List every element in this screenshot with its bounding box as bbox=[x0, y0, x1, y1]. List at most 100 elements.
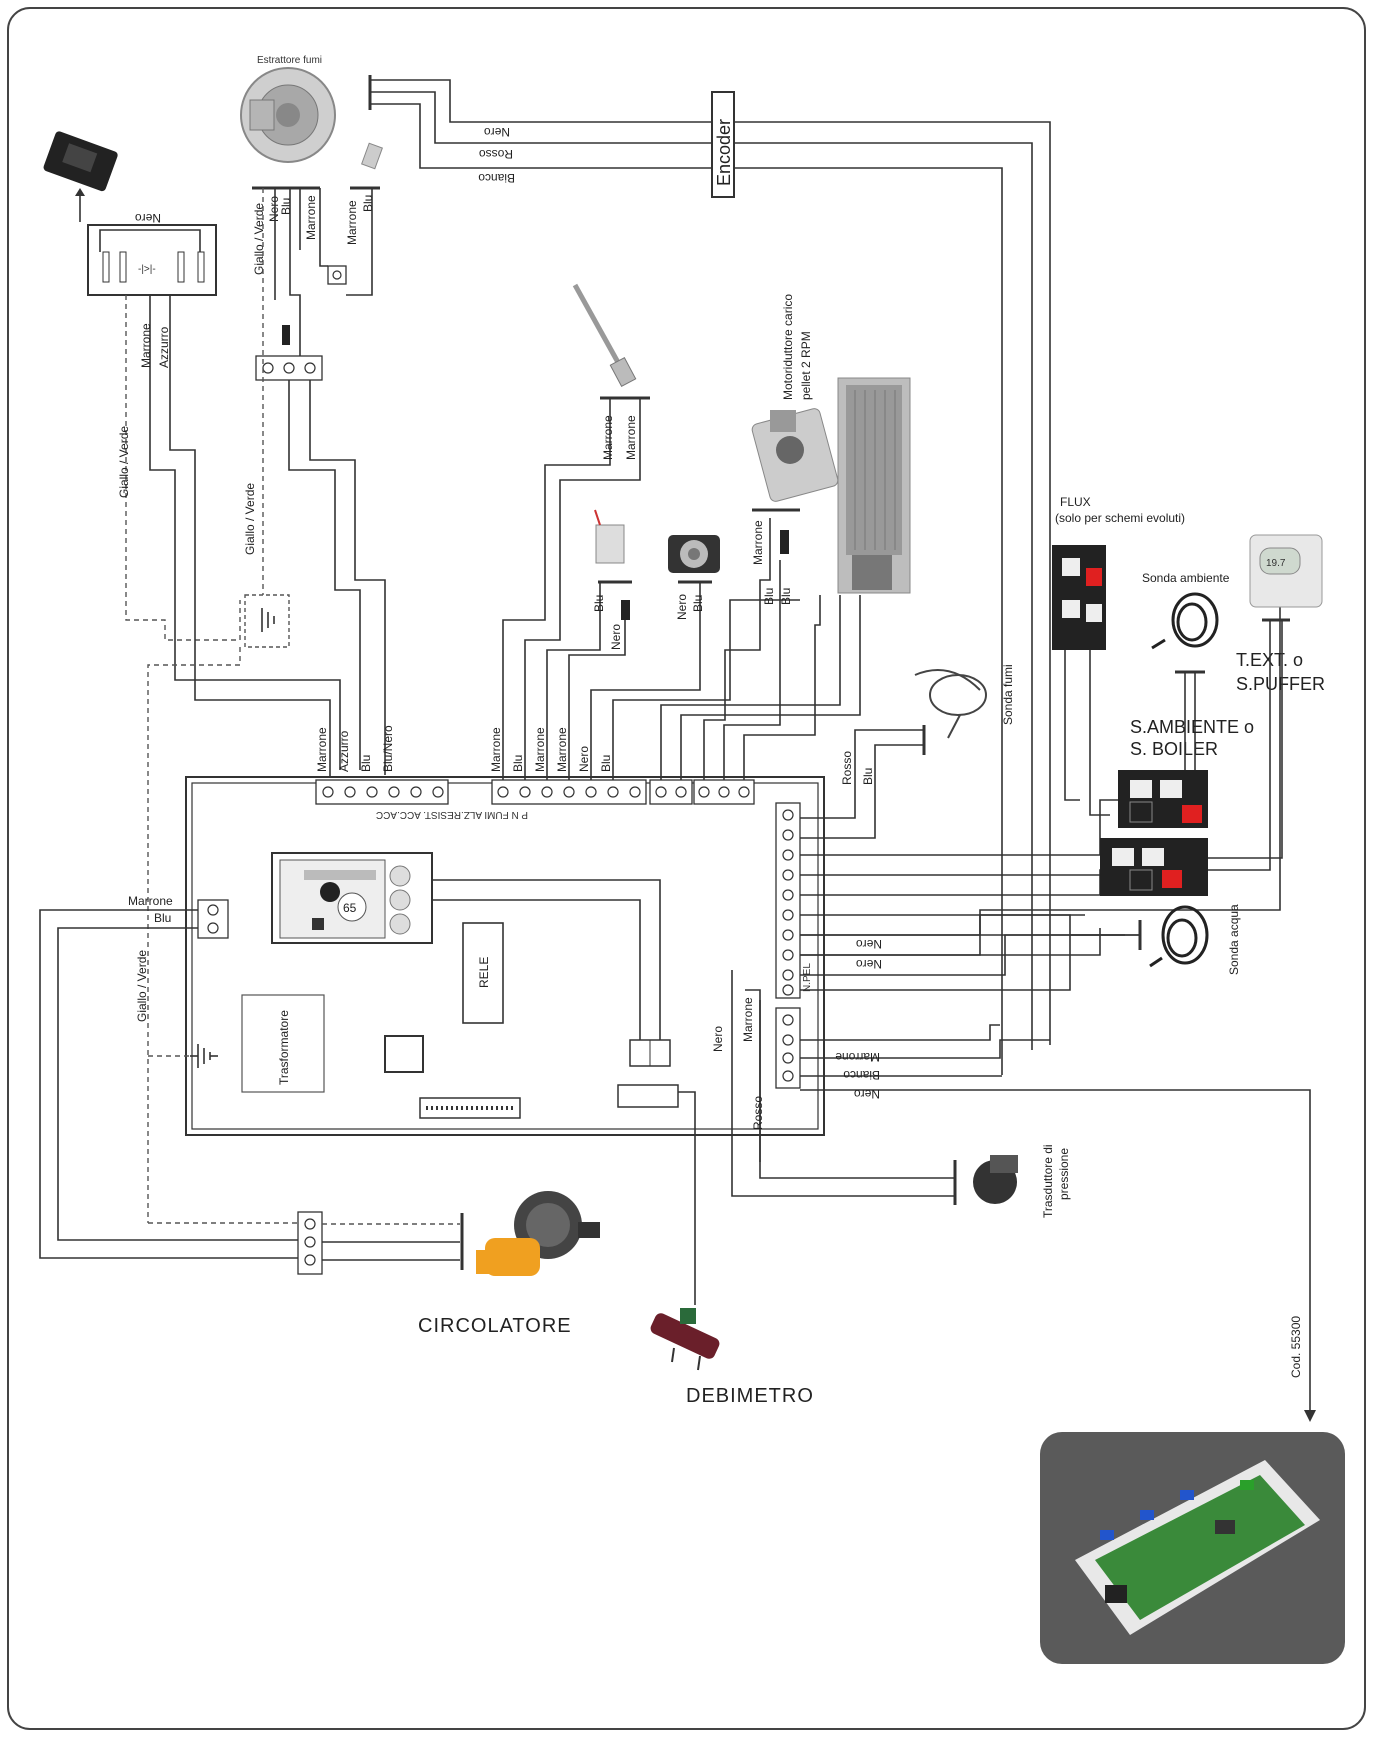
ribbon-connector bbox=[419, 1097, 521, 1119]
trasformatore-label: Trasformatore bbox=[277, 1010, 291, 1085]
terminal-row-motors bbox=[491, 779, 755, 805]
trasduttore-icon bbox=[973, 1155, 1018, 1204]
motoriduttore-label-1: Motoriduttore carico bbox=[781, 294, 795, 400]
debimetro-icon bbox=[650, 1308, 720, 1371]
t-ext-label-2: S.PUFFER bbox=[1236, 674, 1325, 694]
terminal-column-right bbox=[775, 802, 801, 1089]
fp-wire-blu: Blu bbox=[861, 768, 875, 785]
trasduttore-label-2: pressione bbox=[1057, 1148, 1071, 1200]
ef-wire-marrone: Marrone bbox=[304, 195, 318, 240]
sw-wire-gv-left: Giallo / Verde bbox=[117, 426, 131, 498]
flux-label-1: FLUX bbox=[1060, 495, 1091, 509]
flux-connector bbox=[1052, 545, 1106, 650]
tr-wire-nero: Nero bbox=[711, 1026, 725, 1052]
pw-wire-marrone: Marrone bbox=[315, 727, 329, 772]
resistor-component-icon bbox=[594, 509, 625, 564]
tangential-fan-icon bbox=[837, 377, 911, 594]
s-ambiente-label-1: S.AMBIENTE o bbox=[1130, 717, 1254, 737]
ef-wire-gv: Giallo / Verde bbox=[252, 203, 266, 275]
sonda-acqua-cable-icon bbox=[1149, 905, 1209, 968]
estrattore-fumi-component bbox=[240, 67, 383, 170]
m-wire-nero: Nero bbox=[577, 746, 591, 772]
ef-wire-marrone2: Marrone bbox=[345, 200, 359, 245]
br-wire-marrone: Marrone bbox=[835, 1050, 880, 1064]
m-wire-marrone1: Marrone bbox=[489, 727, 503, 772]
sonda-ambiente-cable-icon bbox=[1151, 592, 1219, 650]
m-wire-blu2: Blu bbox=[599, 755, 613, 772]
circolatore-terminal bbox=[297, 1211, 323, 1275]
pressure-switch-icon bbox=[668, 535, 720, 573]
pcb-photo bbox=[1040, 1432, 1345, 1664]
thermostat-temp: 19.7 bbox=[1266, 558, 1286, 569]
encoder-box bbox=[711, 91, 735, 198]
power-socket-icon bbox=[43, 131, 118, 192]
br-wire-nero: Nero bbox=[854, 1087, 880, 1101]
br-wire-bianco: Bianco bbox=[843, 1068, 880, 1082]
ef-wire-nero: Nero bbox=[267, 196, 281, 222]
ps-wire-nero: Nero bbox=[675, 594, 689, 620]
sonda-fumi-label: Sonda fumi bbox=[1001, 664, 1015, 725]
m-wire-blu1: Blu bbox=[511, 755, 525, 772]
flux-label-2: (solo per schemi evoluti) bbox=[1055, 511, 1185, 525]
estrattore-fumi-label: Estrattore fumi bbox=[257, 55, 322, 66]
encoder-wire-nero: Nero bbox=[484, 125, 510, 139]
rc-wire-nero1: Nero bbox=[856, 937, 882, 951]
pw-wire-azzurro: Azzurro bbox=[337, 730, 351, 772]
res-wire-nero: Nero bbox=[609, 624, 623, 650]
n-pel-label: N.PEL bbox=[802, 963, 813, 992]
cod-label: Cod. 55300 bbox=[1289, 1316, 1303, 1378]
mr-wire-blu2: Blu bbox=[779, 588, 793, 605]
terminal-block-supply bbox=[197, 899, 229, 939]
sw-wire-azzurro: Azzurro bbox=[157, 326, 171, 368]
sw-wire-marrone: Marrone bbox=[139, 323, 153, 368]
encoder-label: Encoder bbox=[714, 119, 734, 186]
sonda-acqua-label: Sonda acqua bbox=[1227, 904, 1241, 975]
thermostat-icon: 19.7 bbox=[1249, 534, 1323, 608]
probe-wire-marrone2: Marrone bbox=[624, 415, 638, 460]
ground-symbol-board bbox=[190, 1044, 218, 1068]
tr-wire-marrone: Marrone bbox=[741, 997, 755, 1042]
encoder-wire-bianco: Bianco bbox=[478, 171, 515, 185]
supply-wire-blu: Blu bbox=[154, 911, 171, 925]
outer-frame bbox=[7, 7, 1366, 1730]
circolatore-label: CIRCOLATORE bbox=[418, 1315, 572, 1337]
trasformatore-box bbox=[241, 994, 325, 1093]
display-temp: 65 bbox=[343, 901, 357, 915]
terminal-row-power bbox=[315, 779, 449, 805]
mr-wire-blu1: Blu bbox=[762, 588, 776, 605]
board-terminal-caption: P N FUMI ALZ.RESIST. ACC.ACC bbox=[376, 809, 528, 820]
pw-wire-blunero: Blu/Nero bbox=[381, 725, 395, 772]
rele-label: RELE bbox=[477, 957, 491, 988]
sonda-ambiente-label: Sonda ambiente bbox=[1142, 571, 1230, 585]
sensor-connector-2 bbox=[1100, 838, 1208, 896]
rele-box bbox=[462, 922, 504, 1024]
probe-wire-marrone1: Marrone bbox=[601, 415, 615, 460]
ef-wire-blu: Blu bbox=[279, 198, 293, 215]
wire-label-nero-switch: Nero bbox=[135, 211, 161, 225]
ef-wire-blu2: Blu bbox=[361, 195, 375, 212]
supply-wire-gv: Giallo / Verde bbox=[135, 950, 149, 1022]
supply-wire-marrone: Marrone bbox=[128, 894, 173, 908]
terminal-block-estrattore bbox=[255, 355, 323, 381]
display-module: 65 bbox=[271, 852, 433, 944]
res-wire-blu: Blu bbox=[592, 595, 606, 612]
rc-wire-nero2: Nero bbox=[856, 957, 882, 971]
tr-wire-rosso: Rosso bbox=[751, 1096, 765, 1130]
chip bbox=[384, 1035, 424, 1073]
debimetro-label: DEBIMETRO bbox=[686, 1385, 814, 1407]
circolatore-pump-icon bbox=[476, 1191, 600, 1276]
trasduttore-label-1: Trasduttore di bbox=[1041, 1144, 1055, 1218]
mr-wire-marrone: Marrone bbox=[751, 520, 765, 565]
m-wire-marrone2: Marrone bbox=[533, 727, 547, 772]
ps-wire-blu: Blu bbox=[691, 595, 705, 612]
ground-symbol-top bbox=[244, 594, 290, 648]
motoriduttore-label-2: pellet 2 RPM bbox=[799, 331, 813, 400]
svg-text:-|>|-: -|>|- bbox=[138, 264, 156, 275]
encoder-wire-rosso: Rosso bbox=[479, 147, 513, 161]
s-ambiente-label-2: S. BOILER bbox=[1130, 739, 1218, 759]
debimetro-connector bbox=[617, 1084, 679, 1108]
fumes-probe-cable-icon bbox=[914, 669, 987, 739]
pw-wire-blu: Blu bbox=[359, 755, 373, 772]
temperature-probe-icon bbox=[572, 283, 637, 388]
